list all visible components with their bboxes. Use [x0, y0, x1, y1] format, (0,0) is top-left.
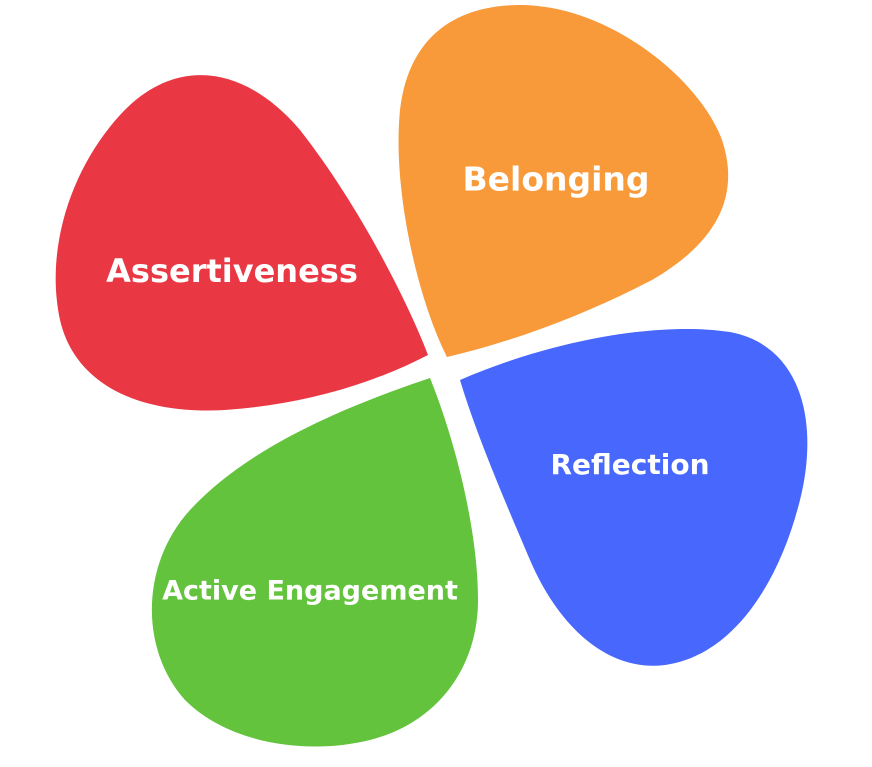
petal-reflection-label: Reflection — [550, 448, 709, 481]
petal-belonging: Belonging — [398, 5, 729, 357]
petal-assertiveness-shape — [55, 75, 428, 411]
petal-belonging-shape — [398, 5, 729, 357]
petal-active-engagement: Active Engagement — [151, 378, 478, 747]
petal-assertiveness: Assertiveness — [55, 75, 428, 411]
petal-belonging-label: Belonging — [462, 160, 649, 199]
petal-active-engagement-label: Active Engagement — [162, 576, 458, 607]
petal-reflection: Reflection — [460, 328, 808, 666]
petal-assertiveness-label: Assertiveness — [106, 252, 358, 290]
petal-reflection-shape — [460, 328, 808, 666]
petal-active-engagement-shape — [151, 378, 478, 747]
